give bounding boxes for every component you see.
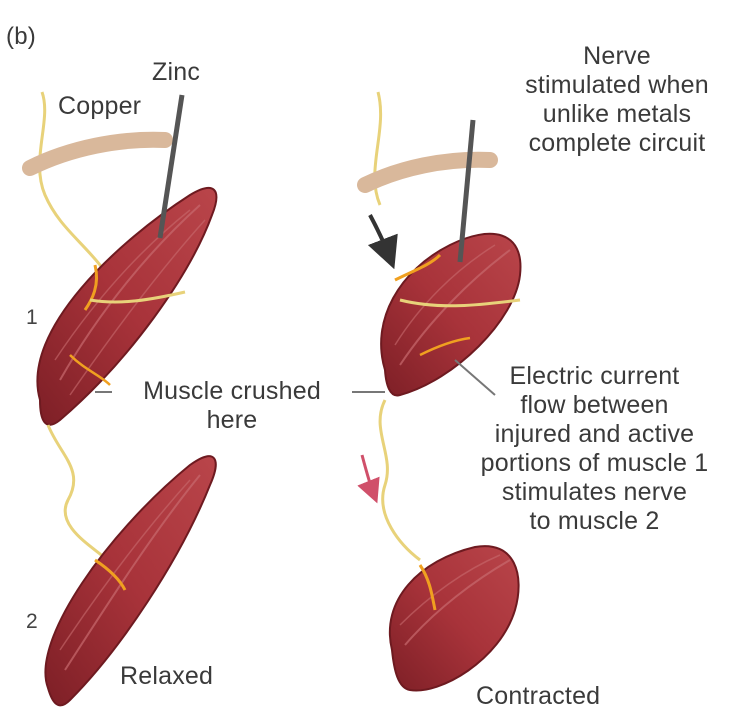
nerve-stimulated-note: Nerve stimulated when unlike metals comp… [492,42,742,158]
contracted-label: Contracted [476,682,600,711]
current-arrow-pink [362,455,374,495]
nerve-left-lower [48,425,105,558]
muscle-crushed-label: Muscle crushed here [112,377,352,435]
muscle-2-right [390,546,519,690]
zinc-label: Zinc [152,58,200,87]
electric-current-note: Electric current flow between injured an… [442,362,747,536]
current-arrow-dark [370,215,390,258]
relaxed-label: Relaxed [120,662,213,691]
copper-rod-left [30,140,165,168]
copper-label: Copper [58,92,141,121]
panel-label: (b) [6,22,36,51]
muscle-1-number: 1 [26,306,38,330]
nerve-right-lower [380,400,420,560]
muscle-2-number: 2 [26,610,38,634]
